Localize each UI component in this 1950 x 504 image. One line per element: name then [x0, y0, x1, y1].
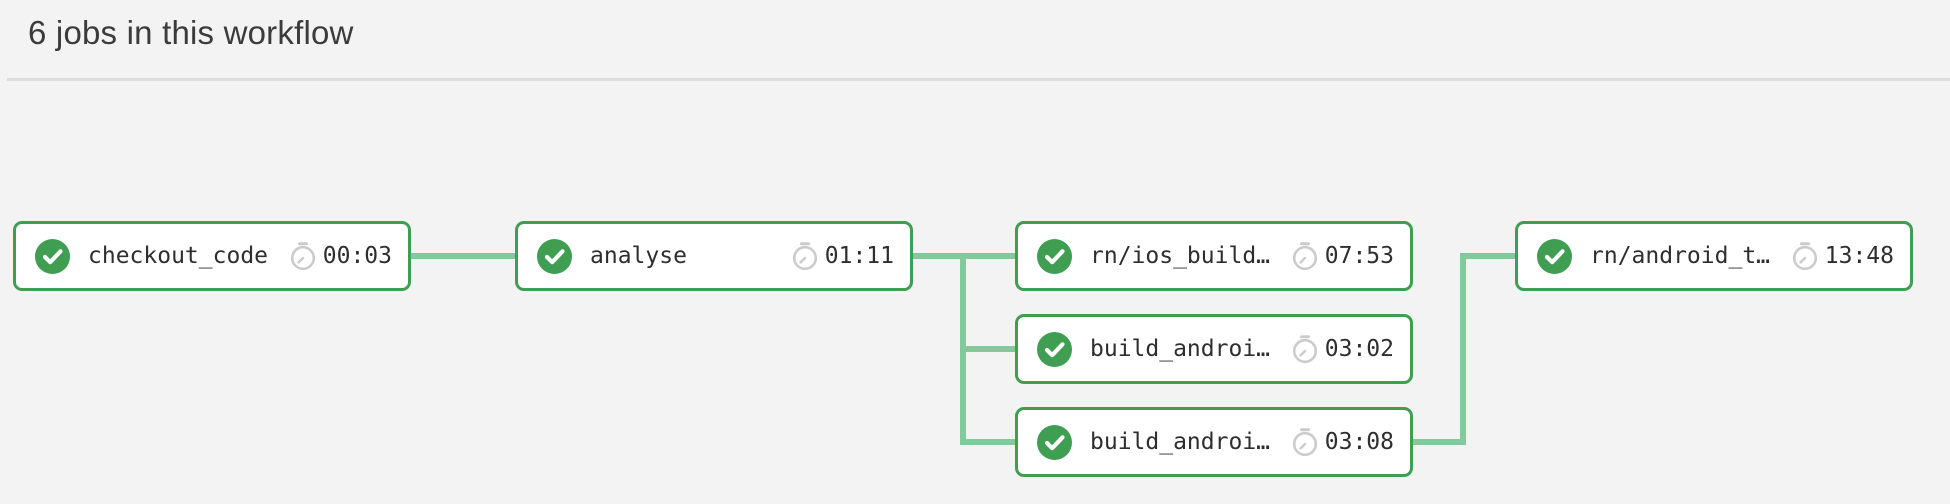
job-duration: 00:03 — [288, 241, 392, 271]
stopwatch-icon — [1292, 242, 1317, 271]
job-name-label: rn/ios_build… — [1090, 243, 1271, 269]
job-name-label: build_androi… — [1090, 336, 1271, 362]
connector-checkout-to-analyse — [411, 253, 516, 259]
job-duration: 07:53 — [1290, 241, 1394, 271]
connector-branch-to-build-android-2 — [960, 439, 1016, 445]
job-duration: 03:08 — [1290, 427, 1394, 457]
stopwatch-icon — [290, 242, 315, 271]
job-duration: 13:48 — [1790, 241, 1894, 271]
job-node-checkout-code[interactable]: checkout_code 00:03 — [13, 221, 411, 291]
job-node-analyse[interactable]: analyse 01:11 — [515, 221, 913, 291]
connector-build-android-2-out — [1411, 439, 1466, 445]
connector-android-test-vertical — [1460, 253, 1466, 445]
job-node-rn-ios-build[interactable]: rn/ios_build… 07:53 — [1015, 221, 1413, 291]
page-title: 6 jobs in this workflow — [28, 14, 354, 51]
job-duration: 01:11 — [790, 241, 894, 271]
job-name-label: checkout_code — [88, 243, 269, 269]
job-duration-label: 03:08 — [1324, 429, 1394, 455]
job-node-build-android-1[interactable]: build_androi… 03:02 — [1015, 314, 1413, 384]
job-duration-label: 03:02 — [1324, 336, 1394, 362]
stopwatch-icon — [1292, 335, 1317, 364]
success-check-icon — [1537, 238, 1572, 274]
job-duration-label: 00:03 — [322, 243, 392, 269]
success-check-icon — [1037, 238, 1072, 274]
success-check-icon — [1037, 331, 1072, 367]
stopwatch-icon — [792, 242, 817, 271]
job-node-build-android-2[interactable]: build_androi… 03:08 — [1015, 407, 1413, 477]
stopwatch-icon — [1792, 242, 1817, 271]
job-duration-label: 07:53 — [1324, 243, 1394, 269]
success-check-icon — [537, 238, 572, 274]
job-name-label: build_androi… — [1090, 429, 1271, 455]
job-name-label: analyse — [590, 243, 687, 269]
stopwatch-icon — [1292, 428, 1317, 457]
job-duration-label: 13:48 — [1824, 243, 1894, 269]
success-check-icon — [35, 238, 70, 274]
connector-branch-to-build-android-1 — [960, 346, 1016, 352]
job-duration-label: 01:11 — [824, 243, 894, 269]
success-check-icon — [1037, 424, 1072, 460]
header-divider — [7, 78, 1950, 81]
job-duration: 03:02 — [1290, 334, 1394, 364]
job-name-label: rn/android_t… — [1590, 243, 1771, 269]
job-node-rn-android-test[interactable]: rn/android_t… 13:48 — [1515, 221, 1913, 291]
connector-to-rn-android-test — [1460, 253, 1516, 259]
